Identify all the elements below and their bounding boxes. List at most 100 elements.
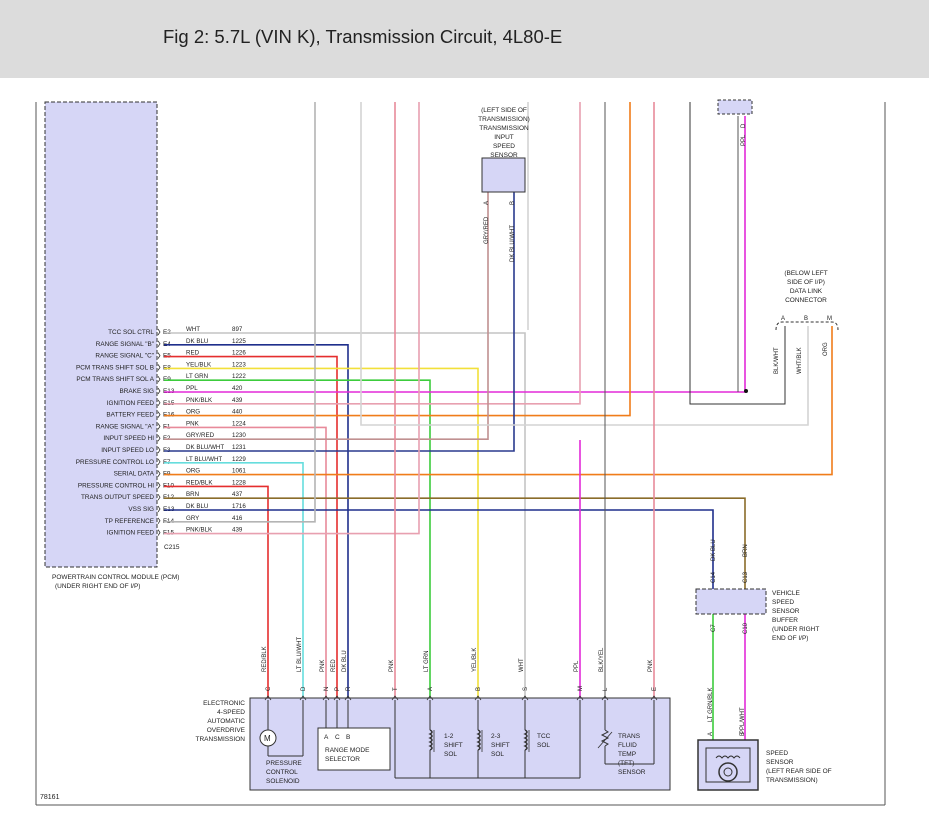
dlc-label-line: SIDE OF I/P) (787, 279, 825, 286)
dlc-pin-m: M (827, 316, 832, 322)
speed-sensor-label-line: (LEFT REAR SIDE OF (766, 768, 832, 775)
transmission-label-line: 4-SPEED (217, 709, 245, 716)
transmission-label-line: OVERDRIVE (207, 727, 246, 734)
dlc-label: (BELOW LEFT SIDE OF I/P) DATA LINK CONNE… (784, 270, 827, 304)
pcm-wire-color: WHT (186, 326, 200, 333)
vss-buffer-label: VEHICLE SPEED SENSOR BUFFER (UNDER RIGHT… (772, 590, 819, 642)
speed-sensor-label-line: SENSOR (766, 759, 794, 766)
vss-buffer-label-line: SPEED (772, 599, 794, 606)
transmission-pin-id: D (301, 686, 307, 691)
pcm-pin-label: BATTERY FEED (106, 412, 154, 419)
vss-buffer-pin-c14: C14 (711, 571, 717, 583)
pcm-wire-circuit: 1223 (232, 361, 246, 368)
transmission-pin-id: T (393, 687, 399, 691)
shift-sol-23-label-line: SOL (491, 751, 504, 758)
transmission-pin-id: A (428, 687, 434, 691)
wire-vss-sig (164, 509, 714, 589)
pcm-pin-terminal-icon (157, 328, 161, 336)
pcm-wire-circuit: 1222 (232, 373, 246, 380)
transmission-wire-color: PNK (648, 660, 654, 672)
pcm-pin-terminal-icon (157, 399, 161, 407)
input-sensor-wire-b: DK BLU/WHT (510, 225, 516, 262)
wire-serial-data (164, 326, 833, 476)
transmission-terminal-icon (264, 695, 272, 701)
pcm-pin-label: BRAKE SIG (120, 388, 154, 395)
speed-sensor-wire-b: PPL/WHT (740, 707, 746, 734)
pcm-pin-terminal-icon (157, 505, 161, 513)
pcm-wire-circuit: 439 (232, 397, 243, 404)
pcm-wire-circuit: 1230 (232, 432, 246, 439)
range-selector-pin-c: C (335, 734, 340, 741)
vss-buffer-pin-c7: C7 (711, 624, 717, 632)
transmission-wire-color: PNK (320, 660, 326, 672)
pcm-pin-terminal-icon (157, 352, 161, 359)
pcm-pin-label: PRESSURE CONTROL HI (78, 482, 154, 489)
pcm-wire-color: LT BLU/WHT (186, 456, 222, 463)
pcm-wire-color: PNK (186, 420, 200, 427)
transmission-pin-id: M (578, 686, 584, 691)
pcm-pin-terminal-icon (157, 434, 161, 442)
input-sensor-pin-a: A (484, 201, 490, 205)
wire-dlc-a (689, 102, 786, 405)
shift-sol-12-label: 1-2 SHIFT SOL (444, 733, 463, 758)
pcm-wire-color: PNK/BLK (186, 397, 213, 404)
shift-sol-23-label-line: SHIFT (491, 742, 510, 749)
transmission-label-line: AUTOMATIC (207, 718, 245, 725)
pcm-wire-circuit: 1229 (232, 456, 246, 463)
pcs-label-line: SOLENOID (266, 778, 300, 785)
pcm-pin-terminal-icon (157, 493, 161, 501)
pcm-wire-circuit: 420 (232, 385, 243, 392)
transmission-pin-id: E (652, 687, 658, 691)
dlc-label-line: CONNECTOR (785, 297, 827, 304)
transmission-pin-id: L (603, 687, 609, 691)
shift-sol-23-label-line: 2-3 (491, 733, 501, 740)
transmission-label-line: TRANSMISSION (196, 736, 246, 743)
wire-brake-sig (164, 116, 746, 393)
wire-ignition-feed-2 (164, 102, 420, 535)
speed-sensor-label: SPEED SENSOR (LEFT REAR SIDE OF TRANSMIS… (766, 750, 832, 784)
dlc-connector-shell (775, 321, 839, 331)
pcm-wire-color: DK BLU/WHT (186, 444, 224, 451)
dlc-label-line: (BELOW LEFT (784, 270, 827, 277)
pcm-wire-color: DK BLU (186, 338, 208, 345)
pcm-pin-terminal-icon (157, 470, 161, 477)
pcm-pin-label: PRESSURE CONTROL LO (76, 459, 154, 466)
wire-dlc-b (360, 102, 809, 426)
transmission-pin-id: C (266, 686, 272, 691)
vss-buffer-pin-c10: C10 (743, 622, 749, 634)
pcs-label: PRESSURE CONTROL SOLENOID (266, 760, 302, 785)
vss-buffer (695, 588, 767, 615)
pcm-pin-label: RANGE SIGNAL "A" (96, 423, 154, 430)
pcm-module (44, 101, 158, 568)
input-sensor-label-line: SPEED (493, 143, 515, 150)
title-bar: Fig 2: 5.7L (VIN K), Transmission Circui… (0, 0, 929, 78)
transmission-terminal-icon (426, 695, 434, 701)
pcm-pin-terminal-icon (157, 423, 161, 430)
pcm-pin-terminal-icon (157, 458, 161, 466)
transmission-terminal-icon (322, 695, 330, 701)
transmission-label-line: ELECTRONIC (203, 700, 245, 707)
top-right-connector (717, 99, 753, 115)
pcm-pin-label: IGNITION FEED (107, 530, 155, 537)
pcm-wire-circuit: 897 (232, 326, 243, 333)
vss-buffer-label-line: SENSOR (772, 608, 800, 615)
pcs-label-line: CONTROL (266, 769, 298, 776)
pcm-wire-circuit: 1224 (232, 420, 246, 427)
wire-range-signal-a (164, 426, 327, 698)
pcm-wire-circuit: 437 (232, 491, 243, 498)
wire-pressure-control-hi (164, 485, 269, 698)
transmission-pin-id: S (523, 687, 529, 691)
tcc-sol-label-line: TCC (537, 733, 551, 740)
range-mode-selector (317, 727, 391, 771)
shift-sol-23-coil-icon (476, 729, 481, 751)
transmission-label: ELECTRONIC 4-SPEED AUTOMATIC OVERDRIVE T… (196, 700, 246, 743)
speed-sensor-pin-b: B (740, 732, 746, 736)
pcm-pin-label: PCM TRANS SHIFT SOL B (76, 364, 154, 371)
transmission-terminal-icon (650, 695, 658, 701)
pcm-pin-terminal-icon (157, 517, 161, 525)
transmission-terminal-icon (299, 695, 307, 701)
tcc-sol-label: TCC SOL (537, 733, 551, 749)
top-right-pin: D (741, 123, 747, 128)
transmission-terminal-icon (344, 695, 352, 701)
wire-tp-reference (164, 102, 316, 523)
